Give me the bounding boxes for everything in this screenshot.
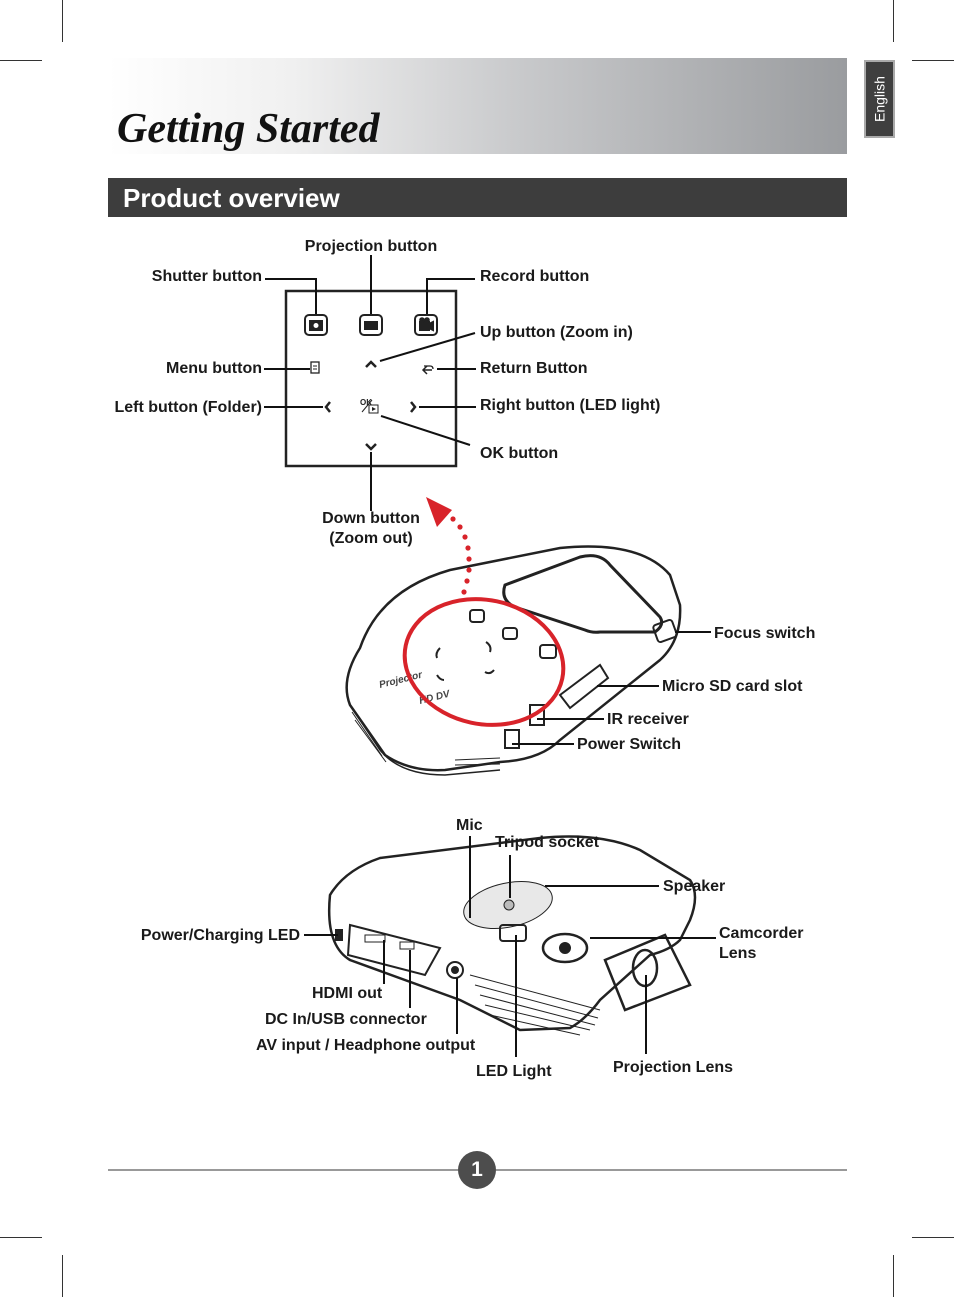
crop-mark bbox=[0, 60, 42, 61]
camera-top-view bbox=[345, 545, 682, 776]
button-panel bbox=[284, 289, 458, 468]
projector-icon bbox=[359, 314, 383, 336]
language-tab bbox=[864, 60, 895, 138]
label-down-button-line1: Down button bbox=[322, 510, 420, 527]
chevron-right-icon bbox=[410, 401, 417, 413]
crop-mark bbox=[912, 1237, 954, 1238]
chevron-down-icon bbox=[365, 443, 377, 451]
section-banner bbox=[108, 178, 847, 217]
label-hdmi-out: HDMI out bbox=[312, 985, 383, 1002]
play-icon bbox=[368, 404, 379, 414]
label-shutter-button: Shutter button bbox=[151, 268, 262, 285]
label-camcorder-lens-line1: Camcorder bbox=[719, 925, 804, 942]
label-projection-lens: Projection Lens bbox=[613, 1059, 734, 1076]
label-micro-sd: Micro SD card slot bbox=[662, 678, 803, 695]
label-left-button: Left button (Folder) bbox=[114, 399, 262, 416]
page-title: Getting Started bbox=[117, 106, 380, 152]
page-number: 1 bbox=[458, 1151, 496, 1189]
chevron-up-icon bbox=[365, 360, 377, 368]
label-led-light: LED Light bbox=[476, 1063, 552, 1080]
camera-bottom-view bbox=[328, 835, 697, 1036]
label-av-input: AV input / Headphone output bbox=[256, 1037, 476, 1054]
crop-mark bbox=[912, 60, 954, 61]
label-speaker: Speaker bbox=[663, 878, 726, 895]
section-title: Product overview bbox=[123, 183, 340, 213]
crop-mark bbox=[893, 1255, 894, 1297]
video-icon bbox=[414, 314, 438, 336]
highlight-arrow bbox=[426, 497, 472, 595]
label-record-button: Record button bbox=[480, 268, 590, 285]
camera-icon bbox=[304, 314, 328, 336]
label-ir-receiver: IR receiver bbox=[607, 711, 689, 728]
label-up-button: Up button (Zoom in) bbox=[480, 324, 633, 341]
label-focus-switch: Focus switch bbox=[714, 625, 816, 642]
crop-mark bbox=[0, 1237, 42, 1238]
label-dc-usb: DC In/USB connector bbox=[265, 1011, 427, 1028]
crop-mark bbox=[893, 0, 894, 42]
title-banner bbox=[108, 58, 847, 154]
chevron-left-icon bbox=[324, 401, 331, 413]
label-tripod-socket: Tripod socket bbox=[495, 834, 600, 851]
label-down-button-line2: (Zoom out) bbox=[329, 530, 413, 547]
label-mic: Mic bbox=[456, 817, 483, 834]
label-camcorder-lens-line2: Lens bbox=[719, 945, 757, 962]
menu-icon bbox=[310, 361, 320, 374]
return-icon bbox=[421, 365, 432, 375]
ok-glyph: OK bbox=[360, 398, 372, 407]
highlight-circle bbox=[402, 597, 566, 727]
crop-mark bbox=[62, 0, 63, 42]
label-right-button: Right button (LED light) bbox=[480, 397, 661, 414]
label-menu-button: Menu button bbox=[166, 360, 262, 377]
label-projection-button: Projection button bbox=[304, 238, 438, 255]
crop-mark bbox=[62, 1255, 63, 1297]
label-ok-button: OK button bbox=[480, 445, 559, 462]
label-power-switch: Power Switch bbox=[577, 736, 682, 753]
label-return-button: Return Button bbox=[480, 360, 588, 377]
label-power-led: Power/Charging LED bbox=[140, 927, 300, 944]
